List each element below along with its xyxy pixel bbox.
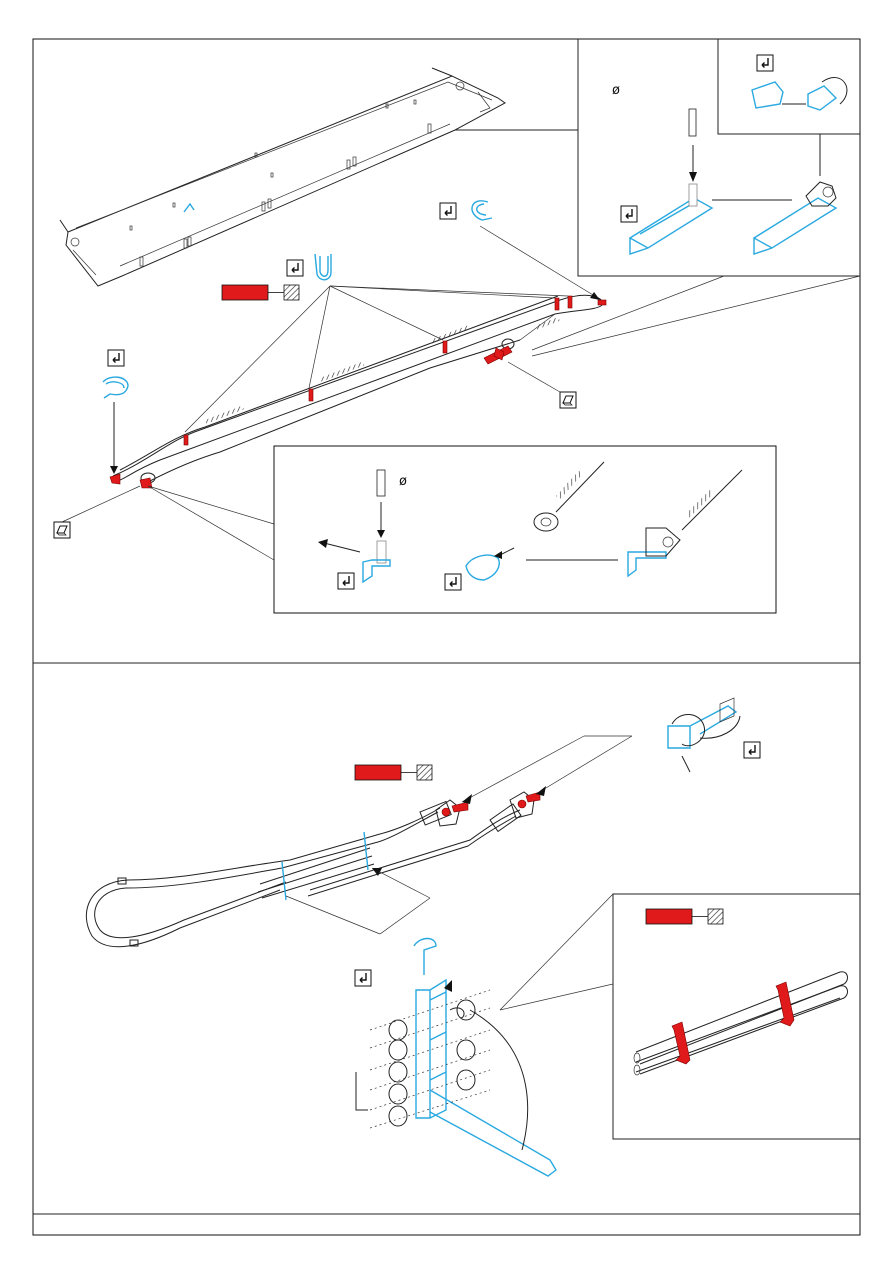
paint-swatch — [646, 909, 723, 924]
drill-diameter-label: ø — [399, 474, 407, 489]
pin-part — [377, 470, 385, 496]
pin-part — [689, 109, 696, 136]
bend-arrow-icon — [440, 203, 456, 219]
paint-swatch — [222, 285, 299, 300]
paint-swatch — [355, 765, 432, 780]
bend-arrow-icon — [338, 573, 354, 589]
bend-arrow-icon — [287, 260, 303, 276]
bend-arrow-icon — [744, 742, 760, 758]
drill-diameter-label: ø — [612, 83, 620, 98]
bend-arrow-icon — [108, 350, 124, 366]
detail-box-eyelet: ø — [274, 446, 776, 613]
wire-icon — [54, 522, 70, 538]
wire-icon — [560, 392, 576, 408]
bend-arrow-icon — [757, 55, 773, 71]
bend-arrow-icon — [445, 574, 461, 590]
bend-arrow-icon — [621, 206, 637, 222]
bend-arrow-icon — [355, 970, 371, 986]
